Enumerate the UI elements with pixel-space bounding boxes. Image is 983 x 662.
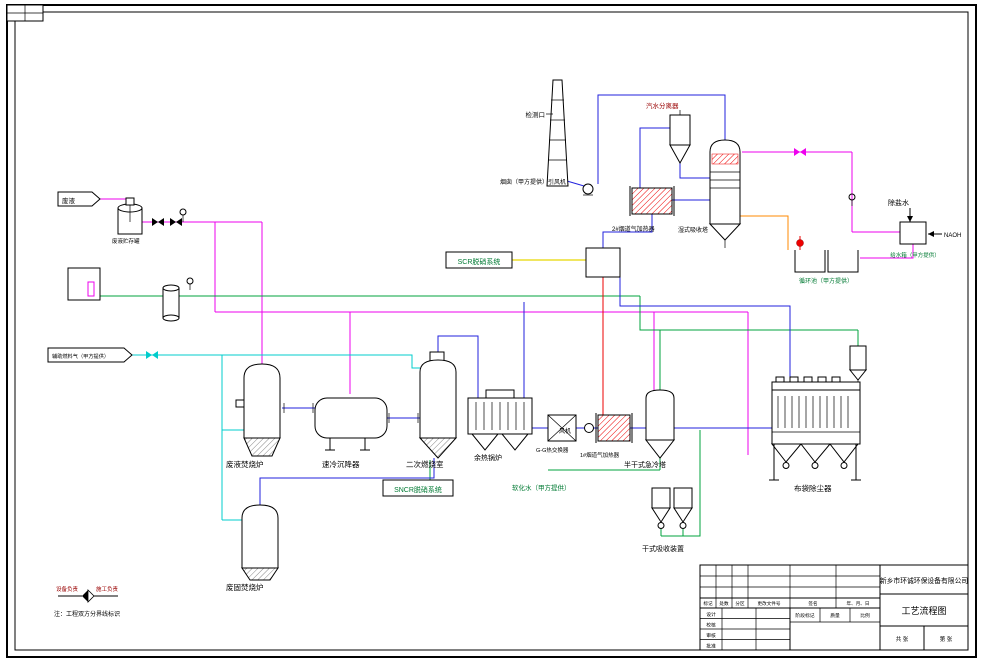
sign-row-approve: 批准 <box>706 643 716 650</box>
sncr-system-box <box>382 479 454 497</box>
label-flue-heater-1: 1#烟道气加热器 <box>580 451 620 459</box>
label-flue-heater-2: 2#烟道气加热器 <box>612 225 655 233</box>
pipes-red <box>602 236 804 415</box>
label-legend-note: 注：工程双方分界线标识 <box>54 610 120 618</box>
title-block: 新乡市环诚环保设备有限公司 工艺流程图 共 张 第 张 标记 处数 分区 更改文… <box>699 564 969 651</box>
label-waste-heat-boiler: 余热锅炉 <box>474 453 502 462</box>
buffer-tank <box>162 284 180 322</box>
pipes-cyan <box>132 351 420 521</box>
pipes-magenta <box>100 148 914 455</box>
scr-system-box <box>445 251 513 269</box>
sheet-frame <box>6 4 977 658</box>
naoh-arrow <box>928 231 942 237</box>
label-demin-water: 除盐水 <box>888 198 909 207</box>
label-bag-filter: 布袋除尘器 <box>794 483 832 493</box>
mass-label: 质量 <box>830 612 840 619</box>
bag-filter <box>769 376 861 481</box>
label-waste-liquid-tank: 废液贮存罐 <box>112 237 140 245</box>
scale-label: 比例 <box>860 612 870 619</box>
sign-row-check: 校核 <box>706 622 716 629</box>
label-dry-absorber: 干式吸收装置 <box>642 544 684 553</box>
rev-header-mark: 标记 <box>703 600 713 607</box>
label-sncr-system: SNCR脱硝系统 <box>394 485 442 494</box>
sheet-no: 第 张 <box>940 635 953 643</box>
label-legend-equipment-side: 设备负责 <box>56 585 79 593</box>
aux-fuel-flag <box>47 347 133 363</box>
chimney <box>546 79 569 187</box>
solid-waste-incinerator <box>241 504 279 581</box>
dry-absorber-unit <box>651 487 693 529</box>
label-steam-separator: 汽水分离器 <box>646 101 679 110</box>
rev-header-count: 处数 <box>719 600 729 607</box>
semi-dry-quench-tower <box>644 389 676 459</box>
rev-header-sign: 签名 <box>808 600 817 607</box>
label-quench-settler: 速冷沉降器 <box>322 459 360 469</box>
label-feed-water-tank: 给水箱（甲方提供） <box>890 251 940 259</box>
labels: 检测口 烟囱（甲方提供）引风机 汽水分离器 2#烟道气加热器 湿式吸收塔 给水箱… <box>52 101 961 618</box>
instrument-gauges <box>152 193 856 290</box>
pipes-blue <box>259 94 791 505</box>
drawing-title: 工艺流程图 <box>901 605 946 616</box>
label-semi-dry-tower: 半干式急冷塔 <box>624 460 666 469</box>
rev-header-docno: 更改文件号 <box>758 600 781 607</box>
secondary-combustion-chamber <box>388 351 458 459</box>
demin-water-arrow <box>907 208 913 222</box>
rev-header-date: 年、月、日 <box>847 600 870 607</box>
scr-reactor <box>585 247 621 278</box>
label-legend-construction-side: 施工负责 <box>96 585 119 593</box>
flue-gas-heater-1 <box>595 413 633 443</box>
quench-settler <box>283 397 388 451</box>
label-naoh: NAOH <box>944 233 961 239</box>
waste-heat-boiler <box>467 389 533 451</box>
sorbent-feeder <box>848 345 868 382</box>
stage-label: 阶段标记 <box>795 612 814 619</box>
wet-scrubber-tower <box>708 139 742 248</box>
company-name: 新乡市环诚环保设备有限公司 <box>880 576 969 585</box>
sheet-total: 共 张 <box>896 635 909 643</box>
flue-gas-heater-2 <box>629 186 675 216</box>
pipes-orange <box>740 215 789 250</box>
label-waste-liquid-incinerator: 废液焚烧炉 <box>226 459 264 469</box>
legend-boundary <box>58 589 118 603</box>
circulation-pool <box>794 250 859 273</box>
label-waste-liquid: 废液 <box>62 196 76 205</box>
collection-pit <box>67 267 101 301</box>
label-gg-exchanger: G-G热交换器 <box>536 446 569 454</box>
waste-liquid-incinerator <box>235 363 281 457</box>
steam-water-separator <box>669 110 691 165</box>
sign-row-design: 设计 <box>706 611 716 618</box>
sign-row-review: 审核 <box>706 632 716 639</box>
label-softened-water: 软化水（甲方提供） <box>512 483 571 492</box>
label-wet-scrubber: 湿式吸收塔 <box>678 226 708 234</box>
induced-draft-fan <box>582 183 594 196</box>
feed-water-tank <box>899 221 927 245</box>
label-scr-system: SCR脱硝系统 <box>458 257 501 266</box>
pipes-green <box>100 295 859 537</box>
label-circulation-pool: 循环池（甲方提供） <box>799 277 853 285</box>
label-inspection-port: 检测口 <box>526 110 546 119</box>
waste-liquid-flag <box>57 191 101 207</box>
rev-header-zone: 分区 <box>735 600 745 607</box>
label-aux-fuel-gas: 辅助燃料气（甲方提供） <box>52 352 109 360</box>
gg-heat-exchanger <box>547 414 577 442</box>
fan-symbol <box>584 423 594 433</box>
label-stack-fan: 烟囱（甲方提供）引风机 <box>500 178 566 186</box>
label-fan: 风机 <box>559 427 571 435</box>
pump-symbol <box>796 239 804 247</box>
waste-liquid-storage-tank <box>117 197 143 235</box>
label-secondary-chamber: 二次燃烧室 <box>406 459 444 469</box>
label-solid-waste-incinerator: 废固焚烧炉 <box>226 582 264 592</box>
